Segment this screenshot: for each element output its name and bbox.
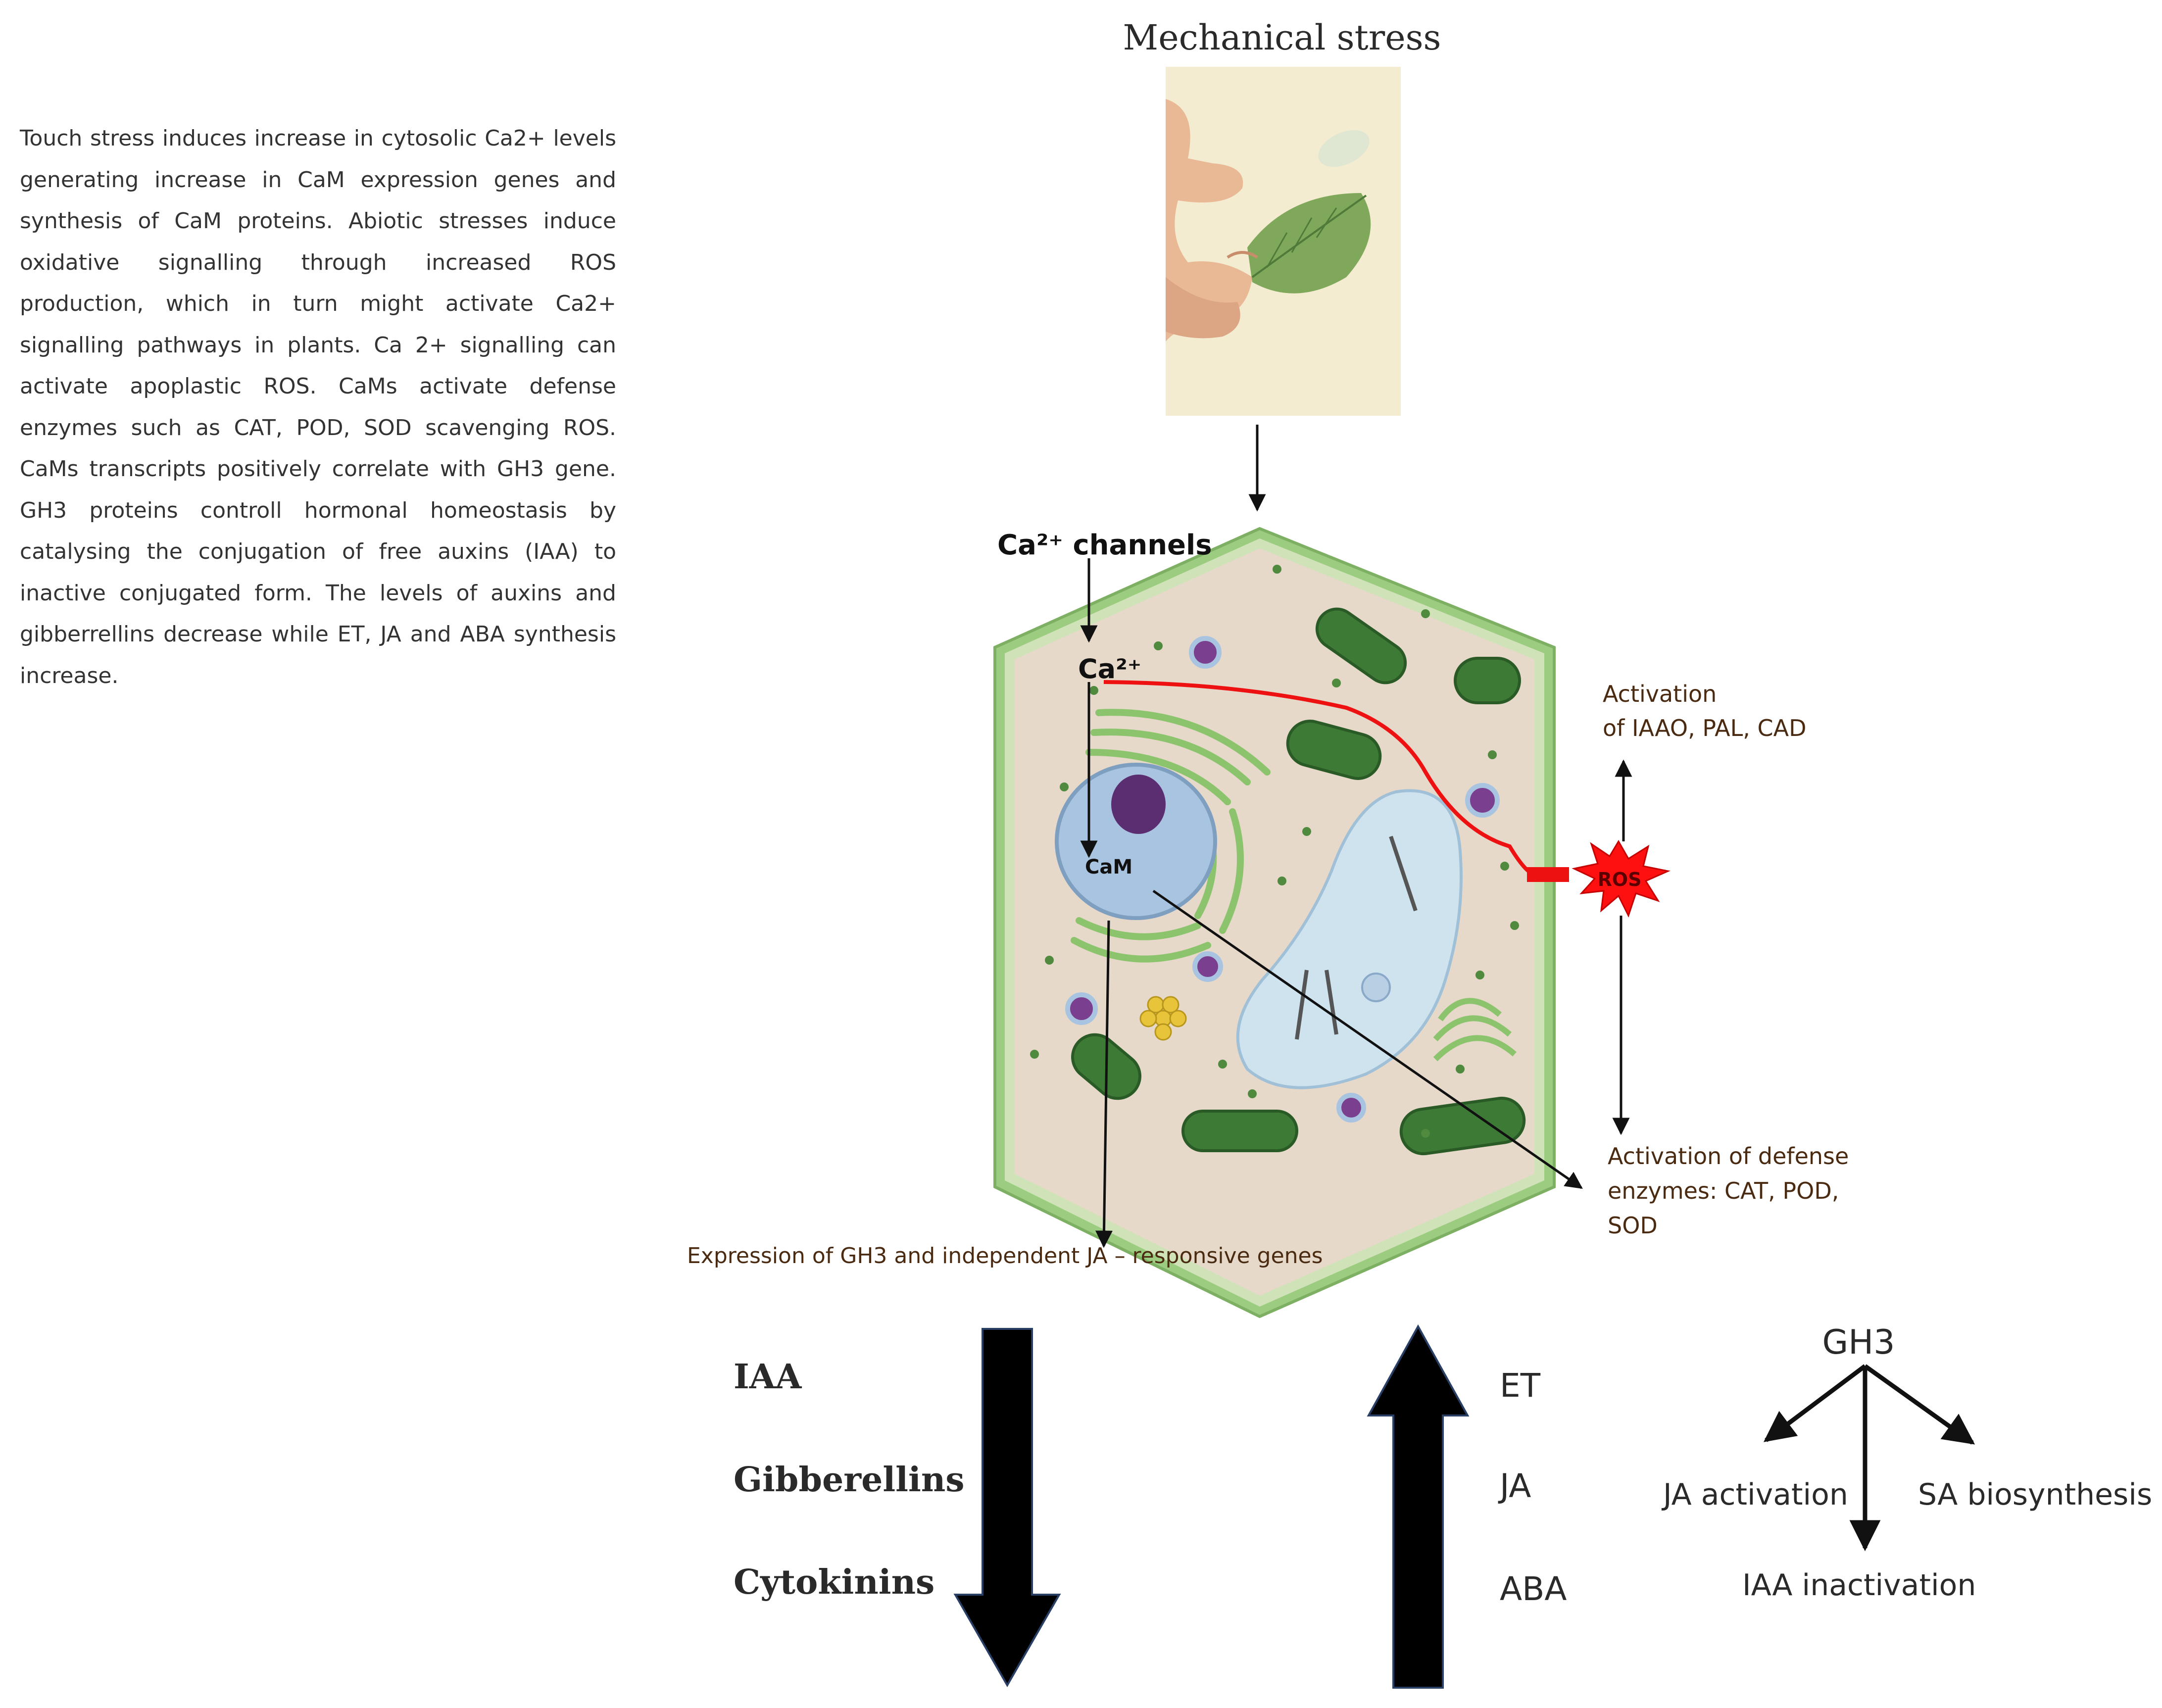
cam-to-expression-arrow: [1095, 920, 1113, 1248]
gh3-right-label: SA biosynthesis: [1918, 1477, 2152, 1512]
hormone-decrease-0: IAA: [734, 1357, 802, 1397]
decrease-arrow-icon: [953, 1328, 1061, 1688]
hormone-increase-2: ABA: [1500, 1570, 1567, 1608]
cam-label: CaM: [1085, 856, 1132, 878]
activation-line2: of IAAO, PAL, CAD: [1603, 715, 1807, 741]
increase-arrow-icon: [1367, 1324, 1470, 1689]
defense-line1: Activation of defense: [1608, 1143, 1849, 1170]
hormone-decrease-1: Gibberellins: [734, 1460, 965, 1500]
description-text: Touch stress induces increase in cytosol…: [20, 126, 616, 688]
gh3-bottom-label: IAA inactivation: [1742, 1568, 1976, 1603]
ros-burst-icon: [1572, 840, 1671, 918]
gh3-left-arrow: [1763, 1364, 1867, 1442]
gh3-title: GH3: [1822, 1323, 1895, 1362]
hand-leaf-illustration: [1166, 67, 1401, 416]
hormone-decrease-2: Cytokinins: [734, 1562, 934, 1602]
hormone-increase-0: ET: [1500, 1366, 1541, 1405]
defense-line3: SOD: [1608, 1212, 1658, 1239]
cam-to-defense-arrow: [1152, 889, 1583, 1189]
expression-label: Expression of GH3 and independent JA – r…: [687, 1243, 1323, 1269]
ca-label: Ca²⁺: [1078, 653, 1141, 684]
ca-channels-label: Ca²⁺ channels: [997, 529, 1212, 561]
gh3-left-label: JA activation: [1661, 1477, 1848, 1512]
ros-channel: [1527, 867, 1569, 882]
ros-label: ROS: [1598, 869, 1642, 890]
stimulus-title: Mechanical stress: [1123, 17, 1441, 58]
gh3-right-arrow: [1864, 1364, 1975, 1445]
plant-cell: [993, 527, 1556, 1318]
defense-line2: enzymes: CAT, POD,: [1608, 1177, 1839, 1204]
hormone-increase-1: JA: [1498, 1467, 1531, 1505]
activation-line1: Activation: [1603, 681, 1717, 707]
ros-signal-line: [1103, 680, 1535, 877]
